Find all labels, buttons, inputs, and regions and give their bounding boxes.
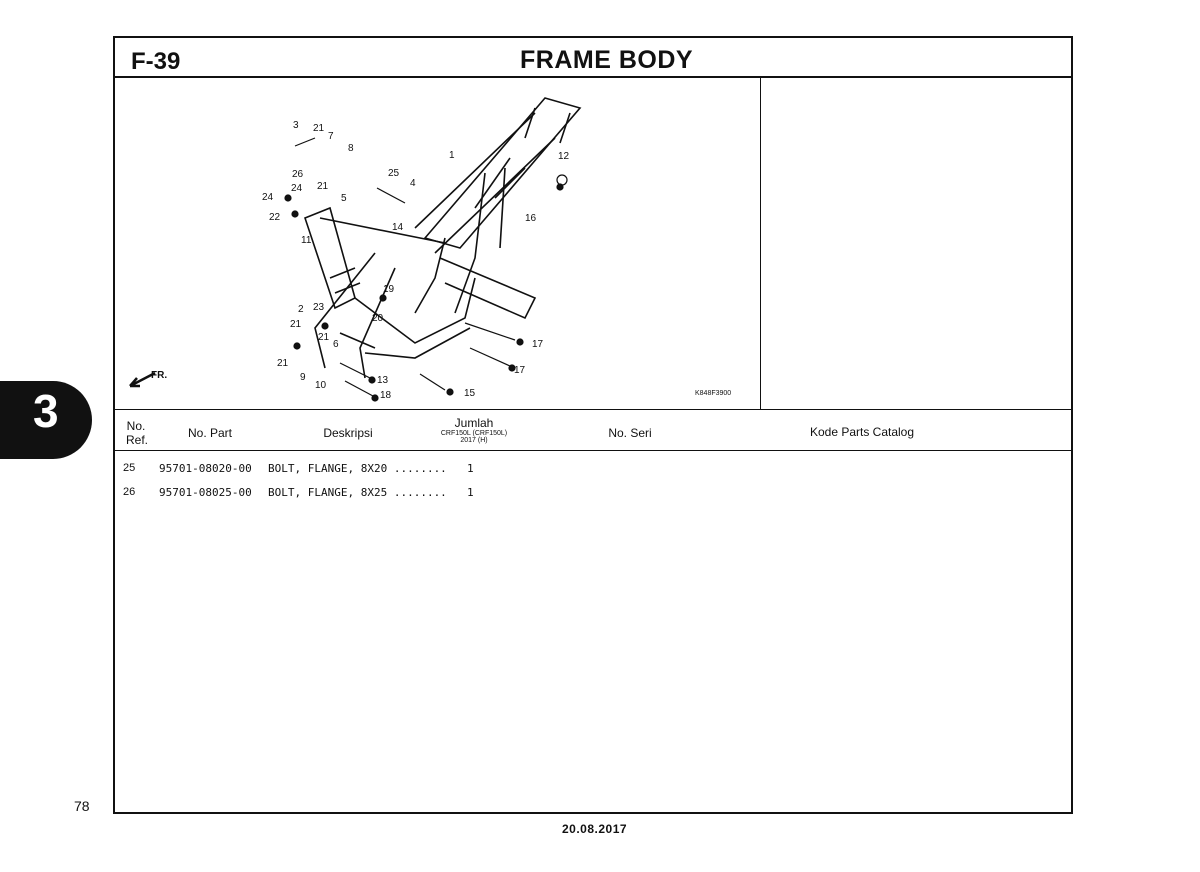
callout-label: 6 [333,339,339,350]
header-no-part: No. Part [187,426,232,440]
callout-label: 4 [410,178,416,189]
callout-label: 5 [341,193,347,204]
cell-description: BOLT, FLANGE, 8X20 ........ [268,462,447,475]
callout-label: 21 [317,181,329,192]
cell-quantity: 1 [467,462,474,475]
callout-label: 2 [298,304,304,315]
callout-label: 18 [380,390,392,401]
callout-label: 21 [313,123,325,134]
callout-label: 7 [328,131,334,142]
callout-label: 3 [293,120,299,131]
callout-label: 17 [532,339,544,350]
header-jumlah-label: Jumlah [454,416,494,430]
direction-label: FR. [151,370,167,381]
cell-description: BOLT, FLANGE, 8X25 ........ [268,486,447,499]
callout-label: 24 [291,183,303,194]
cell-quantity: 1 [467,486,474,499]
header-ref-label: Ref. [126,433,149,447]
header-no-label: No. [126,419,146,433]
section-tab [0,381,92,459]
callout-label: 12 [558,151,570,162]
callout-label: 25 [388,168,400,179]
table-row: 25 95701-08020-00 BOLT, FLANGE, 8X20 ...… [113,462,813,480]
illustration-divider [760,78,761,409]
callout-label: 1 [449,150,455,161]
callout-label: 21 [277,358,289,369]
table-row: 26 95701-08025-00 BOLT, FLANGE, 8X25 ...… [113,486,813,504]
cell-part-number: 95701-08025-00 [159,486,252,499]
header-jumlah: Jumlah CRF150L (CRF150L) 2017 (H) [430,416,518,444]
page-title: FRAME BODY [520,46,694,74]
page-date: 20.08.2017 [562,822,628,836]
header-jumlah-year: 2017 (H) [460,437,488,444]
title-divider [113,76,1073,78]
cell-part-number: 95701-08020-00 [159,462,252,475]
callout-label: 23 [313,302,325,313]
callout-numbers: 3 21 7 8 1 12 26 25 4 24 21 5 16 24 22 1… [262,120,570,401]
callout-label: 21 [290,319,302,330]
illustration-code: K848F3900 [695,390,732,397]
front-direction-arrow-icon [129,371,156,388]
cell-ref: 26 [123,486,136,498]
page-code: F-39 [131,48,181,75]
header-no-ref: No. Ref. [126,419,149,447]
callout-label: 13 [377,375,389,386]
header-jumlah-model: CRF150L (CRF150L) [440,430,508,437]
frame-body-illustration: FR. 3 21 7 8 1 12 26 25 4 24 21 5 16 24 … [115,78,760,409]
illustration-bottom-rule [113,409,1073,410]
header-deskripsi: Deskripsi [323,426,373,440]
callout-label: 9 [300,372,306,383]
callout-label: 11 [301,235,312,246]
section-tab-number: 3 [33,385,59,437]
callout-label: 10 [315,380,327,391]
callout-label: 8 [348,143,354,154]
page-number: 78 [74,798,90,814]
header-no-seri: No. Seri [608,426,652,440]
callout-label: 22 [269,212,281,223]
header-kode-parts-catalog: Kode Parts Catalog [809,425,915,439]
callout-label: 16 [525,213,537,224]
header-divider [113,450,1073,451]
cell-ref: 25 [123,462,136,474]
page-frame [113,36,1073,814]
callout-label: 19 [383,284,395,295]
frame-outline [304,97,582,379]
callout-label: 17 [514,365,526,376]
callout-label: 14 [392,222,404,233]
callout-label: 15 [464,388,476,399]
callout-label: 21 [318,332,330,343]
fastener-group [284,137,568,402]
callout-label: 26 [292,169,304,180]
callout-label: 24 [262,192,274,203]
callout-label: 20 [372,313,384,324]
frame-diagram: FR. 3 21 7 8 1 12 26 25 4 24 21 5 16 24 … [129,97,582,402]
